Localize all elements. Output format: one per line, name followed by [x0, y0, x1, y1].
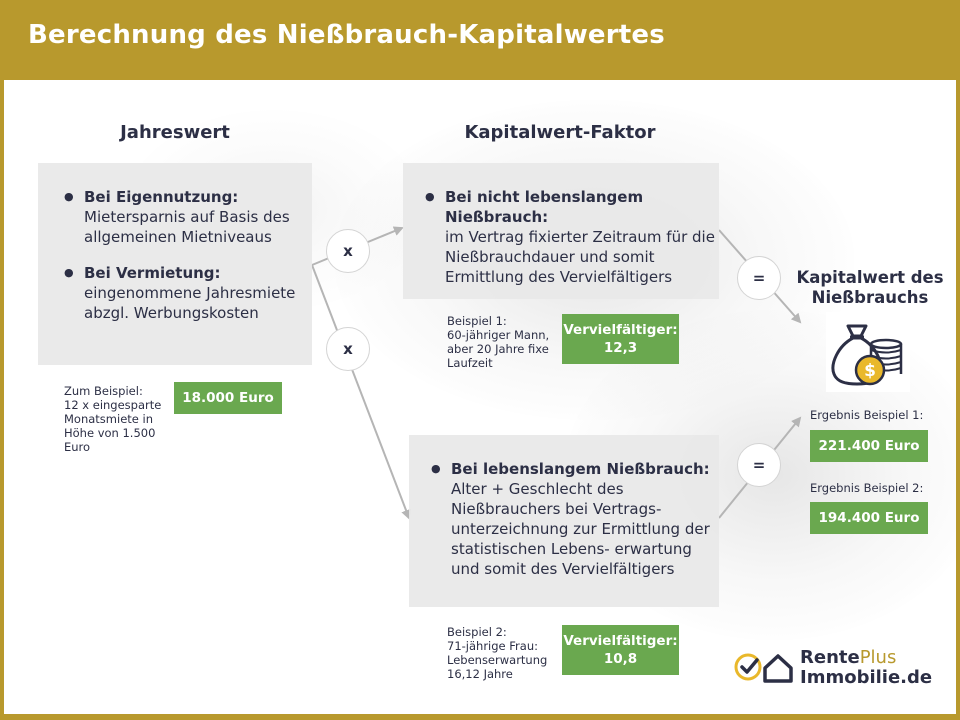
multiply-operator-top: x: [326, 229, 370, 273]
column-title-faktor: Kapitalwert-Faktor: [464, 122, 656, 143]
bullet-label: Bei Vermietung:: [84, 264, 221, 282]
example-line: Lebenserwartung: [447, 653, 548, 667]
example-line: Zum Beispiel:: [64, 384, 143, 398]
bullet-line: und somit des Vervielfältigers: [451, 560, 675, 578]
bullet-eigennutzung: Bei Eigennutzung: Mietersparnis auf Basi…: [64, 187, 304, 247]
faktor-value-2: Vervielfältiger: 10,8: [562, 625, 679, 675]
bullet-line: Mietersparnis auf Basis des: [84, 208, 290, 226]
logo-text: RentePlus Immobilie.de: [800, 648, 940, 688]
faktor-box-lebenslang: Bei lebenslangem Nießbrauch: Alter + Ges…: [409, 435, 719, 607]
bullet-label: Bei nicht lebenslangem: [445, 188, 644, 206]
example-line: 16,12 Jahre: [447, 667, 513, 681]
multiply-operator-bottom: x: [326, 327, 370, 371]
logo-plus: Plus: [859, 647, 897, 668]
value-line: Vervielfältiger:: [563, 322, 678, 338]
result-label-2: Ergebnis Beispiel 2:: [810, 481, 924, 495]
page-title: Berechnung des Nießbrauch-Kapitalwertes: [28, 20, 665, 50]
column-title-jahreswert: Jahreswert: [120, 122, 230, 143]
jahreswert-example: Zum Beispiel: 12 x eingesparte Monatsmie…: [64, 384, 174, 454]
example-line: Laufzeit: [447, 356, 493, 370]
value-line: 12,3: [603, 340, 638, 356]
bullet-line: Ermittlung des Vervielfältigers: [445, 268, 673, 286]
logo-check-house-icon: [734, 653, 793, 683]
svg-text:$: $: [864, 361, 876, 381]
bullet-line: unterzeichnung zur Ermittlung der: [451, 520, 710, 538]
result-value-1: 221.400 Euro: [810, 430, 928, 462]
logo-immobilie: Immobilie.de: [800, 667, 933, 688]
bullet-nicht-lebenslang: Bei nicht lebenslangem Nießbrauch: im Ve…: [425, 187, 715, 287]
money-bag-coins-icon: $: [831, 324, 903, 386]
bullet-line: statistischen Lebens- erwartung: [451, 540, 692, 558]
result-label-1: Ergebnis Beispiel 1:: [810, 408, 924, 422]
faktor-box-nicht-lebenslang: Bei nicht lebenslangem Nießbrauch: im Ve…: [403, 163, 719, 299]
logo-rente: Rente: [800, 647, 860, 668]
result-title: Kapitalwert des Nießbrauchs: [790, 268, 950, 308]
bullet-label: Bei Eigennutzung:: [84, 188, 239, 206]
bullet-line: im Vertrag fixierter Zeitraum für die: [445, 228, 715, 246]
faktor-example-2: Beispiel 2: 71-jährige Frau: Lebenserwar…: [447, 625, 557, 681]
example-line: 71-jährige Frau:: [447, 639, 538, 653]
jahreswert-value: 18.000 Euro: [174, 382, 282, 414]
faktor-example-1: Beispiel 1: 60-jähriger Mann, aber 20 Ja…: [447, 314, 557, 370]
money-icon-box: $: [826, 312, 910, 392]
example-line: 12 x eingesparte: [64, 398, 162, 412]
faktor-value-1: Vervielfältiger: 12,3: [562, 314, 679, 364]
example-line: Beispiel 2:: [447, 625, 507, 639]
bullet-vermietung: Bei Vermietung: eingenommene Jahresmiete…: [64, 263, 304, 323]
result-value-2: 194.400 Euro: [810, 502, 928, 534]
bullet-line: Nießbrauchers bei Vertrags-: [451, 500, 662, 518]
equals-operator-bottom: =: [737, 443, 781, 487]
bullet-line: abzgl. Werbungskosten: [84, 304, 259, 322]
example-line: Höhe von 1.500: [64, 426, 156, 440]
bullet-label: Nießbrauch:: [445, 208, 549, 226]
header-bar: Berechnung des Nießbrauch-Kapitalwertes: [0, 0, 960, 80]
example-line: Beispiel 1:: [447, 314, 507, 328]
bullet-line: Nießbrauchdauer und somit: [445, 248, 655, 266]
bullet-lebenslang: Bei lebenslangem Nießbrauch: Alter + Ges…: [431, 459, 716, 579]
result-title-line: Nießbrauchs: [811, 288, 929, 307]
equals-operator-top: =: [737, 256, 781, 300]
value-line: 10,8: [603, 651, 638, 667]
arrow-to-bottom-factor: [311, 264, 411, 520]
value-line: Vervielfältiger:: [563, 633, 678, 649]
example-line: aber 20 Jahre fixe: [447, 342, 549, 356]
bottom-border: [0, 714, 960, 720]
example-line: Euro: [64, 440, 91, 454]
example-line: 60-jähriger Mann,: [447, 328, 550, 342]
bullet-label: Bei lebenslangem Nießbrauch:: [451, 460, 710, 478]
example-line: Monatsmiete in: [64, 412, 153, 426]
jahreswert-box: Bei Eigennutzung: Mietersparnis auf Basi…: [38, 163, 312, 365]
bullet-line: eingenommene Jahresmiete: [84, 284, 296, 302]
bullet-line: allgemeinen Mietniveaus: [84, 228, 272, 246]
result-title-line: Kapitalwert des: [796, 268, 944, 287]
bullet-line: Alter + Geschlecht des: [451, 480, 624, 498]
